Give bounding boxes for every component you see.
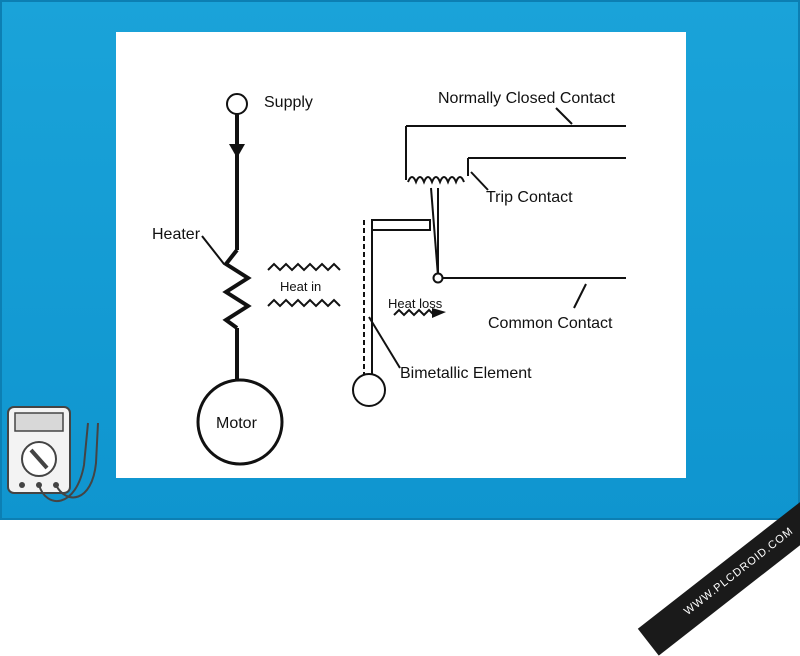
common-pointer (573, 283, 587, 309)
trip-contact-label: Trip Contact (486, 189, 573, 206)
contact-cluster (407, 176, 465, 185)
motor (196, 378, 284, 466)
trip-pointer (470, 171, 489, 191)
heater-label: Heater (152, 226, 201, 243)
diagram-panel: Supply Heater Motor Heat in Bimetallic E… (116, 32, 686, 478)
motor-label: Motor (216, 415, 258, 432)
heater-resistor (222, 248, 252, 330)
moving-contact-arm (430, 187, 439, 277)
normally-closed-label: Normally Closed Contact (438, 90, 616, 107)
multimeter-icon (7, 406, 99, 502)
supply-label: Supply (264, 94, 313, 111)
heat-in-label: Heat in (280, 279, 321, 294)
heat-loss-label: Heat loss (388, 296, 443, 311)
common-contact-label: Common Contact (488, 315, 613, 332)
supply-terminal (226, 93, 248, 115)
bimetallic-label: Bimetallic Element (400, 365, 532, 382)
heat-wave-bottom (267, 298, 341, 308)
heat-loss-wave (393, 308, 435, 317)
bimetal-pointer (368, 316, 401, 369)
nc-pointer (555, 107, 573, 125)
current-arrow (229, 144, 245, 158)
pivot-point (432, 272, 444, 284)
heat-wave-top (267, 262, 341, 272)
bimetal-base (352, 373, 386, 407)
bimetal-arm (371, 219, 431, 231)
thermal-overload-diagram: Supply Heater Motor Heat in Bimetallic E… (152, 90, 626, 466)
heater-pointer (201, 235, 225, 265)
heat-loss-arrow (432, 308, 446, 318)
